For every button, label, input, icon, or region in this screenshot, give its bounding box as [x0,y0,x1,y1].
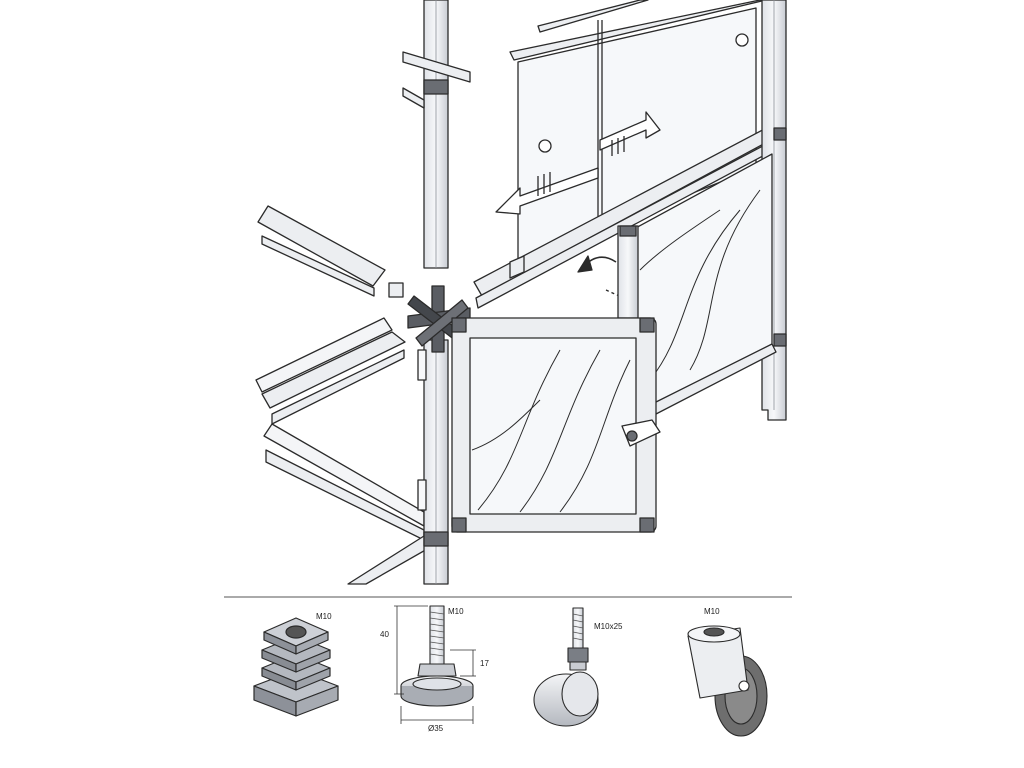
caster-thread-label: M10 [704,607,720,616]
insert-thread-label: M10 [316,612,332,621]
foot-height-label: 40 [380,630,389,639]
ball-glide-accessory: M10x25 [533,607,623,727]
left-horizontal-profiles [255,205,437,585]
side-glass-panel [617,153,777,415]
front-door-frame [451,317,661,533]
frame-assembly-illustration [255,0,787,585]
sliding-panel-assembly [473,0,787,421]
caster-wheel-accessory: M10 [687,607,768,737]
glide-thread-label: M10x25 [594,622,623,631]
foot-diameter-label: Ø35 [428,724,444,733]
foot-thread-label: M10 [448,607,464,616]
leveling-foot-accessory: M10 40 17 Ø35 [380,605,489,733]
foot-small-height-label: 17 [480,659,489,668]
threaded-insert-accessory: M10 [253,612,339,717]
left-vertical-post [402,0,471,585]
